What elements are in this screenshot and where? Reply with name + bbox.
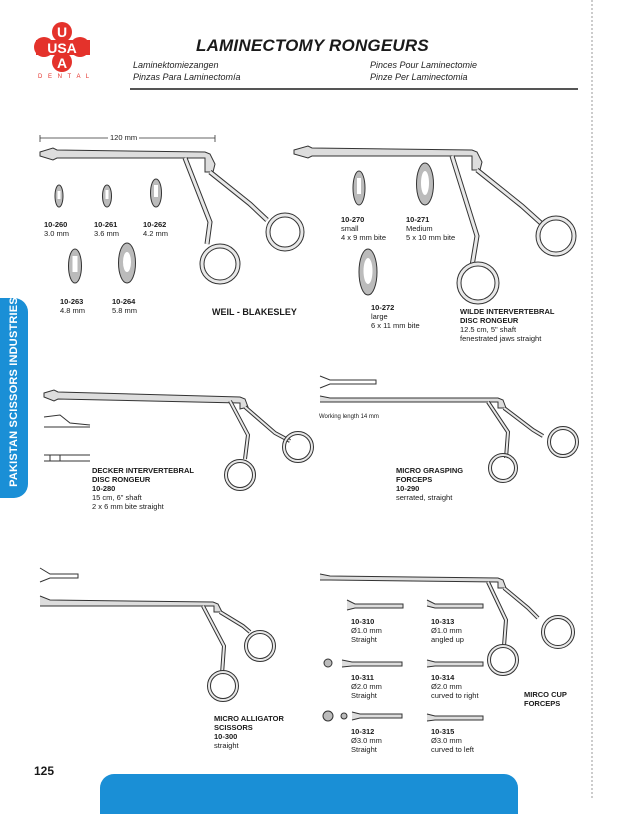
tip-10-261-drawing <box>102 184 112 208</box>
cup-tip-10-310-drawing <box>346 599 404 611</box>
tip-10-270-drawing <box>352 170 366 206</box>
cup-tip-10-313-drawing <box>426 599 484 609</box>
weil-blakesley-name: WEIL - BLAKESLEY <box>212 307 297 317</box>
weil-dimension-label: 120 mm <box>108 133 140 142</box>
tip-10-263-drawing <box>68 248 82 284</box>
svg-text:D E N T A L: D E N T A L <box>38 74 91 80</box>
page-title: LAMINECTOMY RONGEURS <box>196 36 429 55</box>
tip-10-262-drawing <box>150 178 162 208</box>
working-length-note: Working length 14 mm <box>319 414 379 420</box>
cup-tip-10-312-drawing <box>322 710 403 722</box>
cup-tip-10-314-drawing <box>426 659 484 668</box>
usa-dental-logo: U USA A D E N T A L <box>34 22 91 80</box>
tip-10-260-drawing <box>54 184 64 208</box>
subtitle-german: Laminektomiezangen <box>133 60 219 70</box>
tip-10-264-drawing <box>118 242 136 284</box>
cup-tip-10-315-drawing <box>426 713 484 722</box>
micro-alligator-scissors-drawing <box>39 567 276 702</box>
subtitle-spanish: Pinzas Para Laminectomía <box>133 72 241 82</box>
side-tab <box>0 298 28 498</box>
wilde-rongeur-drawing <box>293 145 577 305</box>
weil-blakesley-rongeur-drawing <box>39 135 305 285</box>
subtitle-french: Pinces Pour Laminectomie <box>370 60 478 70</box>
svg-text:U: U <box>57 24 67 40</box>
tip-10-272-drawing <box>358 248 378 296</box>
side-tab-label: PAKISTAN SCISSORS INDUSTRIES <box>8 297 20 487</box>
page-edge-border <box>591 0 593 800</box>
footer-bar <box>100 774 518 814</box>
decker-rongeur-drawing <box>43 389 314 491</box>
tip-10-271-drawing <box>416 162 434 206</box>
micro-grasping-forceps-drawing <box>319 375 579 483</box>
header-rule <box>130 88 578 90</box>
svg-text:A: A <box>57 55 67 71</box>
subtitle-italian: Pinze Per Laminectomia <box>370 72 468 82</box>
svg-text:USA: USA <box>47 40 77 56</box>
page-number: 125 <box>34 764 55 778</box>
micro-cup-forceps-drawing <box>319 573 575 676</box>
cup-tip-10-311-drawing <box>323 658 403 668</box>
